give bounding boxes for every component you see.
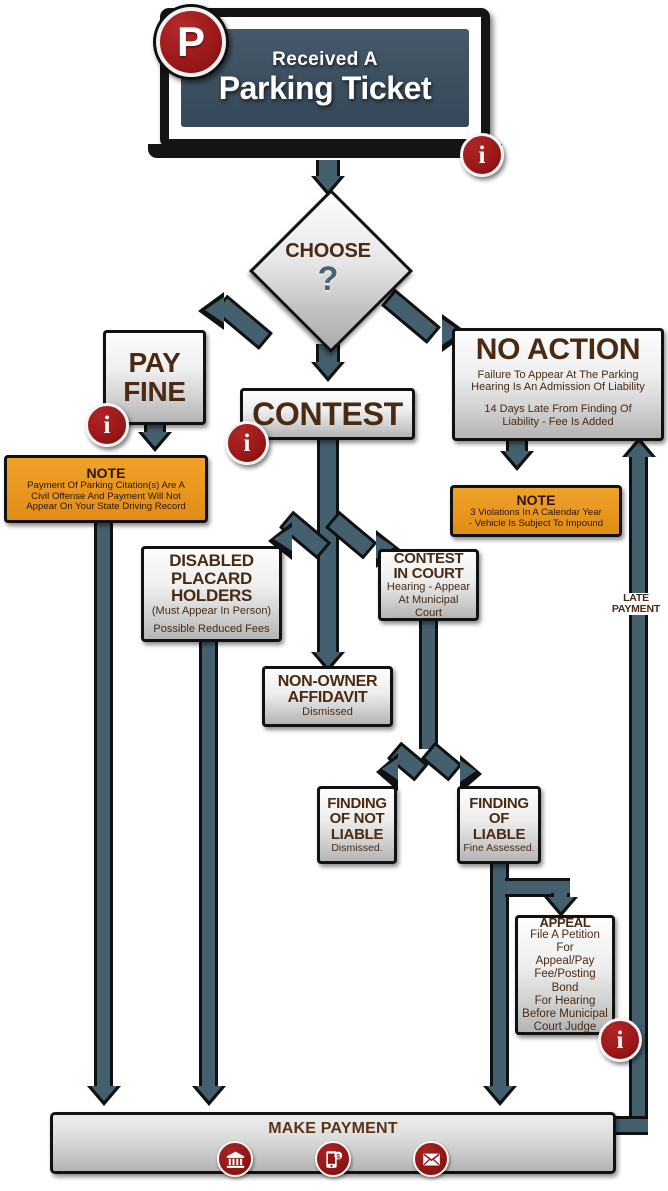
laptop-base xyxy=(148,144,502,158)
header-line-2: Parking Ticket xyxy=(218,70,432,106)
node-no-action[interactable]: NO ACTION Failure To Appear At The Parki… xyxy=(452,328,664,441)
appeal-line-2: Appeal/Pay xyxy=(535,955,595,968)
header-info-icon[interactable]: i xyxy=(460,133,504,177)
non-owner-line-2: AFFIDAVIT xyxy=(287,689,368,707)
late-payment-label-line-2: PAYMENT xyxy=(611,603,661,616)
diamond-label: CHOOSE xyxy=(285,240,371,263)
connector-contest-in-court-trunk xyxy=(419,619,438,749)
contest-in-court-line-2: IN COURT xyxy=(393,565,464,583)
pay-fine-info-icon[interactable]: i xyxy=(85,403,129,447)
appeal-info-icon[interactable]: i xyxy=(598,1018,642,1062)
contest-in-court-sub-1: Hearing - Appear xyxy=(386,581,471,594)
connector-late-payment-riser xyxy=(629,455,648,1135)
not-liable-line-1: FINDING xyxy=(327,795,387,813)
diamond-question-mark: ? xyxy=(317,260,339,299)
no-action-body-4: Liability - Fee Is Added xyxy=(502,415,614,428)
payment-method-icons: $ xyxy=(53,1141,613,1177)
note-no-action-line-2: - Vehicle Is Subject To Impound xyxy=(468,518,604,529)
note-pay-fine: NOTE Payment Of Parking Citation(s) Are … xyxy=(4,455,208,523)
contest-info-icon[interactable]: i xyxy=(225,421,269,465)
diamond-text-wrap: CHOOSE ? xyxy=(250,190,406,346)
arrowhead-choose-to-contest xyxy=(311,362,345,382)
bank-icon[interactable] xyxy=(217,1141,253,1177)
node-contest-in-court[interactable]: CONTEST IN COURT Hearing - Appear At Mun… xyxy=(378,549,479,621)
arrowhead-liable-to-payment xyxy=(483,1086,517,1106)
liable-line-3: LIABLE xyxy=(472,825,526,843)
make-payment-bar[interactable]: MAKE PAYMENT $ xyxy=(50,1112,616,1177)
disabled-placard-line-2: PLACARD xyxy=(170,568,252,588)
header-line-1: Received A xyxy=(272,49,378,70)
header-laptop-graphic: Received A Parking Ticket xyxy=(148,8,502,158)
appeal-line-6: Court Judge xyxy=(533,1021,597,1034)
connector-liable-to-appeal-horizontal xyxy=(505,878,570,897)
appeal-line-4: For Hearing xyxy=(534,994,596,1007)
note-pay-fine-line-1: Payment Of Parking Citation(s) Are A xyxy=(27,479,185,491)
late-payment-label: LATE PAYMENT xyxy=(608,592,664,616)
no-action-title: NO ACTION xyxy=(475,333,641,366)
arrowhead-header-to-choose xyxy=(311,176,345,196)
node-contest[interactable]: CONTEST xyxy=(240,388,415,440)
not-liable-line-3: LIABLE xyxy=(330,825,384,843)
liable-line-1: FINDING xyxy=(469,795,529,813)
liable-sub-1: Fine Assessed. xyxy=(463,841,535,854)
connector-disabled-placard-to-payment xyxy=(199,640,218,1092)
connector-choose-to-pay-fine xyxy=(198,278,278,350)
appeal-line-3: Fee/Posting Bond xyxy=(534,968,596,994)
no-action-body-3: 14 Days Late From Finding Of xyxy=(484,403,632,416)
parking-p-badge-letter: P xyxy=(156,7,226,77)
note-pay-fine-line-2: Civil Offense And Payment Will Not xyxy=(31,490,181,502)
appeal-line-5: Before Municipal xyxy=(522,1008,608,1021)
node-disabled-placard[interactable]: DISABLED PLACARD HOLDERS (Must Appear In… xyxy=(141,546,282,642)
arrowhead-late-payment-up xyxy=(622,437,656,457)
mobile-payment-icon[interactable]: $ xyxy=(315,1141,351,1177)
node-finding-not-liable[interactable]: FINDING OF NOT LIABLE Dismissed. xyxy=(317,786,397,864)
note-no-action-line-1: 3 Violations In A Calendar Year xyxy=(470,507,602,519)
parking-p-badge: P xyxy=(153,4,229,80)
appeal-line-1: File A Petition For xyxy=(530,928,600,954)
svg-text:$: $ xyxy=(336,1153,340,1160)
no-action-body-1: Failure To Appear At The Parking xyxy=(477,368,639,381)
pay-fine-line-2: FINE xyxy=(123,375,186,407)
note-no-action: NOTE 3 Violations In A Calendar Year - V… xyxy=(450,485,622,537)
note-pay-fine-line-3: Appear On Your State Driving Record xyxy=(26,501,186,513)
late-payment-label-line-1: LATE xyxy=(623,592,649,604)
contest-title: CONTEST xyxy=(252,395,403,432)
node-appeal[interactable]: APPEAL File A Petition For Appeal/Pay Fe… xyxy=(515,915,615,1035)
pay-fine-line-1: PAY xyxy=(128,346,181,378)
laptop-screen: Received A Parking Ticket xyxy=(181,29,469,127)
contest-in-court-line-1: CONTEST xyxy=(393,549,464,567)
mail-icon[interactable] xyxy=(413,1141,449,1177)
no-action-body-2: Hearing Is An Admission Of Liability xyxy=(471,380,645,393)
connector-header-to-choose xyxy=(316,160,340,178)
node-finding-liable[interactable]: FINDING OF LIABLE Fine Assessed. xyxy=(457,786,541,864)
liable-line-2: OF xyxy=(488,810,510,828)
arrowhead-pay-fine-to-payment xyxy=(87,1086,121,1106)
disabled-placard-sub-1: (Must Appear In Person) xyxy=(151,605,272,618)
laptop-shell: Received A Parking Ticket xyxy=(160,8,490,148)
node-non-owner-affidavit[interactable]: NON-OWNER AFFIDAVIT Dismissed xyxy=(262,666,393,727)
arrowhead-disabled-placard-to-payment xyxy=(192,1086,226,1106)
non-owner-sub-1: Dismissed xyxy=(302,706,353,719)
connector-liable-to-payment xyxy=(490,862,509,1092)
connector-contest-to-contest-in-court xyxy=(324,500,410,568)
contest-in-court-sub-2: At Municipal Court xyxy=(398,593,459,619)
appeal-title: APPEAL xyxy=(539,914,591,930)
make-payment-title: MAKE PAYMENT xyxy=(268,1120,398,1137)
disabled-placard-line-1: DISABLED xyxy=(169,551,254,571)
connector-pay-fine-note-to-payment xyxy=(94,521,113,1091)
non-owner-line-1: NON-OWNER xyxy=(277,672,378,690)
not-liable-sub-1: Dismissed. xyxy=(331,841,383,854)
note-no-action-title: NOTE xyxy=(516,492,556,509)
arrowhead-to-appeal xyxy=(544,897,578,917)
arrowhead-no-action-to-note xyxy=(500,451,534,471)
disabled-placard-sub-2: Possible Reduced Fees xyxy=(153,622,270,635)
connector-court-to-not-liable xyxy=(372,735,432,791)
arrowhead-pay-fine-to-note xyxy=(138,432,172,452)
not-liable-line-2: OF NOT xyxy=(329,810,385,828)
choose-decision-diamond: CHOOSE ? xyxy=(248,188,414,354)
note-pay-fine-title: NOTE xyxy=(86,464,126,481)
disabled-placard-line-3: HOLDERS xyxy=(170,586,253,606)
connector-court-to-liable xyxy=(420,735,498,793)
